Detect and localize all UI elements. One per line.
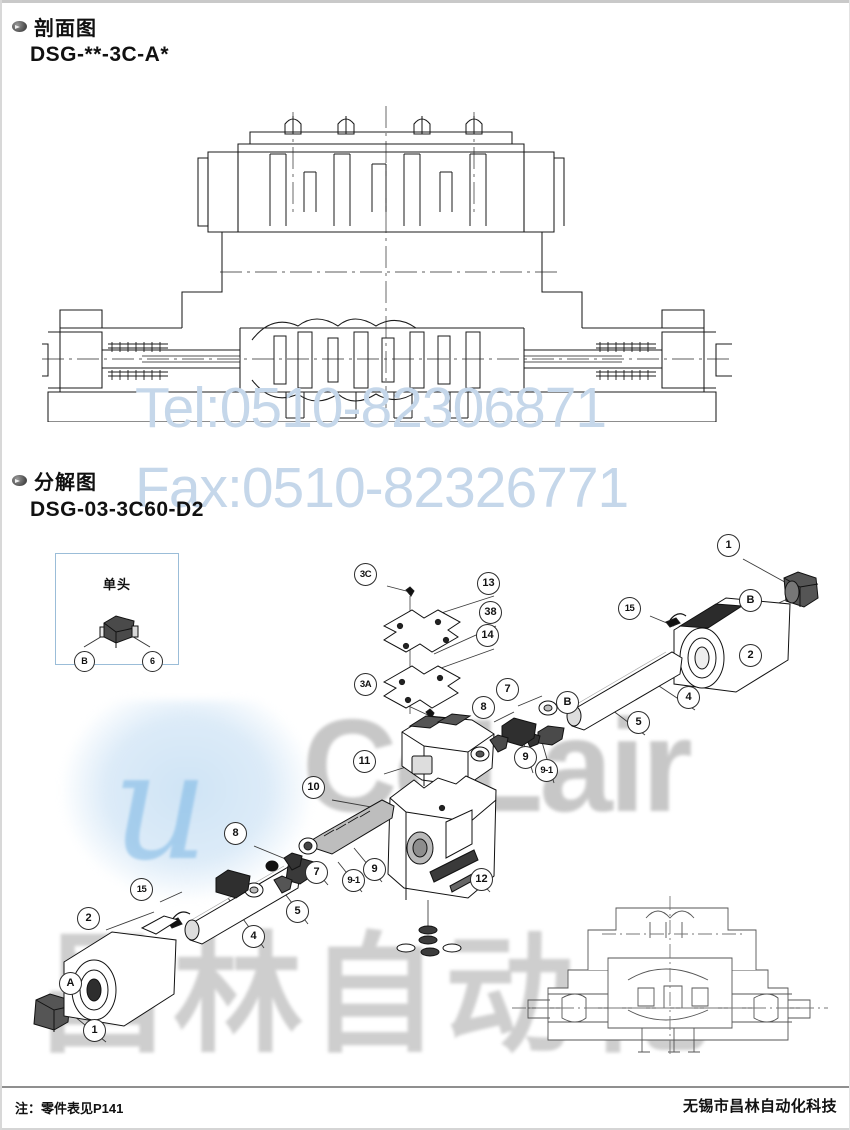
legend-box-single-head: 单头 B 6 <box>55 553 179 672</box>
page-top-rule <box>2 0 849 3</box>
section-heading-exploded-view: 分解图 <box>12 466 97 495</box>
callout-1-bottom: 1 <box>83 1019 106 1042</box>
callout-8-bottom: 8 <box>224 822 247 845</box>
callout-9-1-bottom: 9-1 <box>342 869 365 892</box>
callout-4-bottom: 4 <box>242 925 265 948</box>
legend-callout-6: 6 <box>142 651 163 672</box>
arrow-bullet-icon <box>12 21 27 32</box>
callout-2-bottom: 2 <box>77 907 100 930</box>
legend-callout-B: B <box>74 651 95 672</box>
callout-11: 11 <box>353 750 376 773</box>
callout-9-1-right: 9-1 <box>535 759 558 782</box>
callout-9-bottom: 9 <box>363 858 386 881</box>
callout-7-bottom: 7 <box>305 861 328 884</box>
callout-A-bottom: A <box>59 972 82 995</box>
footer-note: 注：零件表见P141 <box>15 1101 124 1116</box>
callout-10: 10 <box>302 776 325 799</box>
callout-15-bottom: 15 <box>130 878 153 901</box>
cross-section-drawing <box>42 92 732 422</box>
page-bottom-rule <box>2 1128 849 1130</box>
callout-4-top: 4 <box>677 686 700 709</box>
callout-15-top: 15 <box>618 597 641 620</box>
legend-title: 单头 <box>102 577 131 592</box>
callout-7-top: 7 <box>496 678 519 701</box>
callout-3C: 3C <box>354 563 377 586</box>
section-heading-cross-section: 剖面图 <box>12 12 97 41</box>
footer-divider <box>2 1086 849 1088</box>
callout-B-mid: B <box>556 691 579 714</box>
model-code-exploded-view: DSG-03-3C60-D2 <box>30 498 204 521</box>
callout-13: 13 <box>477 572 500 595</box>
callout-B-top: B <box>739 589 762 612</box>
callout-38: 38 <box>479 601 502 624</box>
watermark-fax: Fax:0510-82326771 <box>135 456 629 520</box>
callout-12: 12 <box>470 868 493 891</box>
callout-5-bottom: 5 <box>286 900 309 923</box>
exploded-view-drawing <box>2 530 850 1060</box>
arrow-bullet-icon-2 <box>12 475 27 486</box>
callout-9-right: 9 <box>514 746 537 769</box>
section-title-exploded-view: 分解图 <box>34 472 97 494</box>
footer-company-name: 无锡市昌林自动化科技 <box>682 1098 837 1115</box>
callout-5-top: 5 <box>627 711 650 734</box>
model-code-cross-section: DSG-**-3C-A* <box>30 43 170 66</box>
callout-3A: 3A <box>354 673 377 696</box>
callout-14: 14 <box>476 624 499 647</box>
callout-8-top: 8 <box>472 696 495 719</box>
callout-1-top: 1 <box>717 534 740 557</box>
section-title-cross-section: 剖面图 <box>34 18 97 40</box>
callout-2-top: 2 <box>739 644 762 667</box>
